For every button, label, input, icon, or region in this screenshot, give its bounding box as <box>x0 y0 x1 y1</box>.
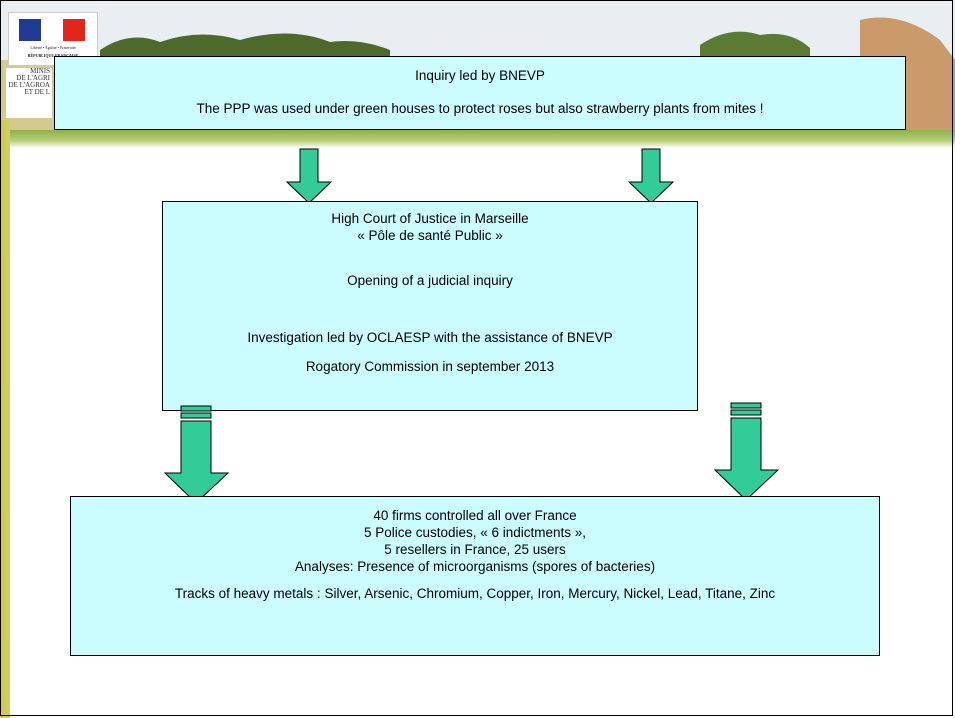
arrow-down-icon <box>628 148 674 204</box>
inquiry-text: The PPP was used under green houses to p… <box>196 101 764 116</box>
arrow-down-icon <box>164 405 230 504</box>
arrow-down-icon <box>286 148 332 204</box>
results-line1: 40 firms controlled all over France <box>373 508 577 523</box>
ministry-label: MINIS DE L'AGRI DE L'AGROA ET DE L <box>6 68 52 118</box>
emblem-motto: Liberté • Égalité • Fraternité <box>30 45 76 50</box>
inquiry-title: Inquiry led by BNEVP <box>415 68 545 83</box>
header-divider <box>0 130 955 148</box>
results-box: 40 firms controlled all over France 5 Po… <box>70 496 880 656</box>
court-line3: Opening of a judicial inquiry <box>347 273 513 288</box>
results-line4: Analyses: Presence of microorganisms (sp… <box>294 559 656 574</box>
left-accent-bar <box>0 120 10 718</box>
court-line5: Rogatory Commission in september 2013 <box>305 359 555 374</box>
inquiry-box: Inquiry led by BNEVP The PPP was used un… <box>54 56 906 130</box>
french-flag-icon <box>19 19 85 41</box>
results-line5: Tracks of heavy metals : Silver, Arsenic… <box>174 586 776 601</box>
results-line2: 5 Police custodies, « 6 indictments », <box>363 525 587 540</box>
court-line1: High Court of Justice in Marseille <box>331 211 529 226</box>
court-box: High Court of Justice in Marseille « Pôl… <box>162 201 698 411</box>
court-line4: Investigation led by OCLAESP with the as… <box>247 330 613 345</box>
results-line3: 5 resellers in France, 25 users <box>384 542 566 557</box>
arrow-down-icon <box>714 402 780 501</box>
emblem-republic: RÉPUBLIQUE FRANÇAISE <box>27 53 79 58</box>
court-line2: « Pôle de santé Public » <box>357 228 503 243</box>
